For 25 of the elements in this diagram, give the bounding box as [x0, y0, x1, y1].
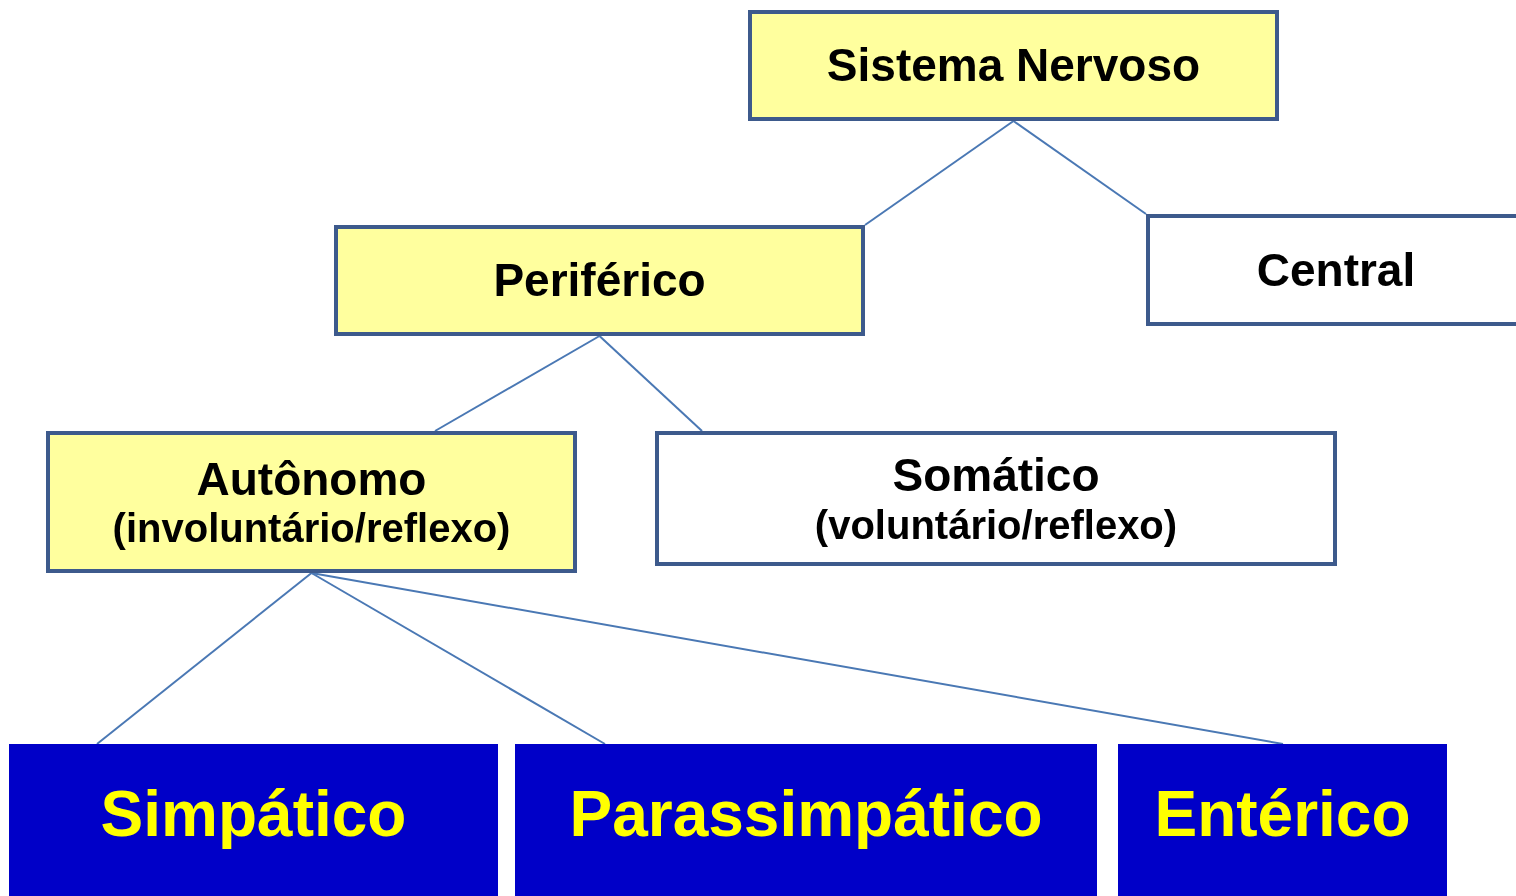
concept-box	[748, 10, 1279, 121]
connector-line	[434, 335, 601, 432]
concept-box	[655, 431, 1337, 566]
node-title: Parassimpático	[569, 778, 1043, 850]
connector-line	[310, 572, 606, 745]
node-subtitle: (voluntário/reflexo)	[814, 501, 1178, 548]
connector-line	[864, 120, 1015, 226]
connector-line	[96, 572, 313, 745]
category-box	[1118, 744, 1447, 896]
category-box	[9, 744, 498, 896]
concept-box	[46, 431, 577, 573]
node-title: Central	[1256, 243, 1416, 297]
node-subtitle: (involuntário/reflexo)	[112, 505, 511, 552]
connector-line	[598, 335, 703, 432]
node-title: Sistema Nervoso	[826, 39, 1201, 92]
concept-box	[1146, 214, 1516, 326]
node-title: Periférico	[493, 254, 706, 307]
connector-line	[310, 572, 1284, 745]
connector-line	[1012, 120, 1147, 215]
concept-box	[334, 225, 865, 336]
node-title: Simpático	[100, 778, 407, 850]
node-title: Somático	[892, 449, 1100, 502]
node-title: Autônomo	[196, 452, 427, 506]
node-title: Entérico	[1154, 778, 1411, 850]
category-box	[515, 744, 1097, 896]
